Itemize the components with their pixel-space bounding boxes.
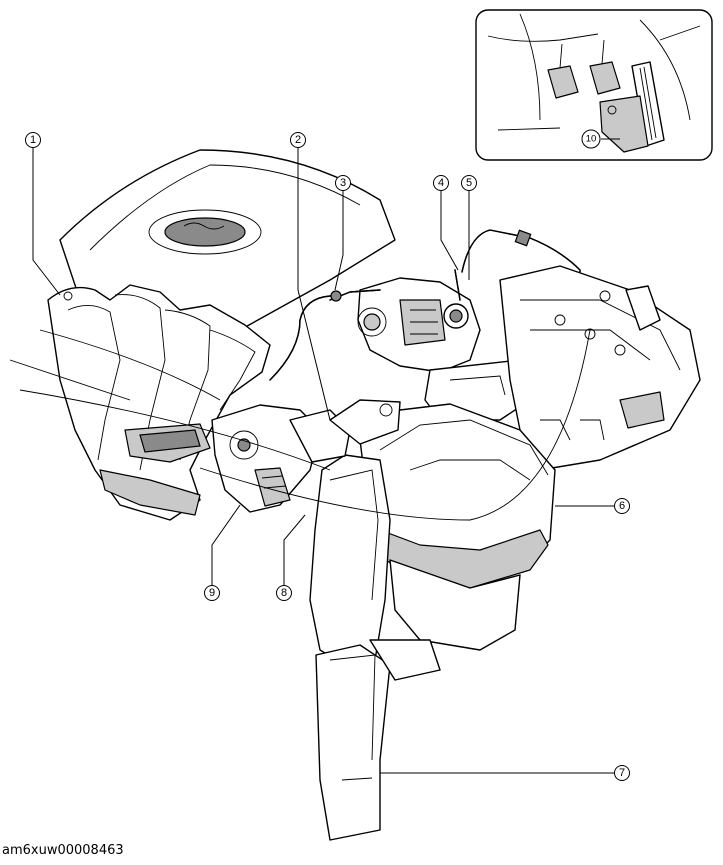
air-cleaner (359, 403, 556, 651)
callout-1: 1 (25, 132, 41, 148)
callout-4: 4 (433, 175, 449, 191)
reference-lines (9, 329, 591, 521)
callout-2-label: 2 (295, 134, 301, 146)
pedal-inset (475, 9, 713, 161)
callout-7-label: 7 (619, 767, 625, 779)
callout-9: 9 (204, 585, 220, 601)
callout-1-label: 1 (30, 134, 36, 146)
air-intake-duct (309, 454, 441, 841)
callout-6-label: 6 (619, 500, 625, 512)
callout-6: 6 (614, 498, 630, 514)
intake-manifold (47, 284, 271, 521)
engine-block-right (499, 265, 701, 471)
figure-code: am6xuw00008463 (2, 843, 124, 858)
callout-3: 3 (335, 175, 351, 191)
callout-2: 2 (290, 132, 306, 148)
callout-9-label: 9 (209, 587, 215, 599)
callout-8: 8 (276, 585, 292, 601)
throttle-sensor-bracket (211, 399, 401, 513)
throttle-body (357, 277, 531, 421)
callout-5: 5 (461, 175, 477, 191)
callout-7: 7 (614, 765, 630, 781)
callout-5-label: 5 (466, 177, 472, 189)
callout-3-label: 3 (340, 177, 346, 189)
callout-4-label: 4 (438, 177, 444, 189)
leader-lines (32, 138, 620, 774)
callout-8-label: 8 (281, 587, 287, 599)
callout-10: 10 (581, 129, 601, 149)
callout-10-label: 10 (586, 134, 597, 145)
